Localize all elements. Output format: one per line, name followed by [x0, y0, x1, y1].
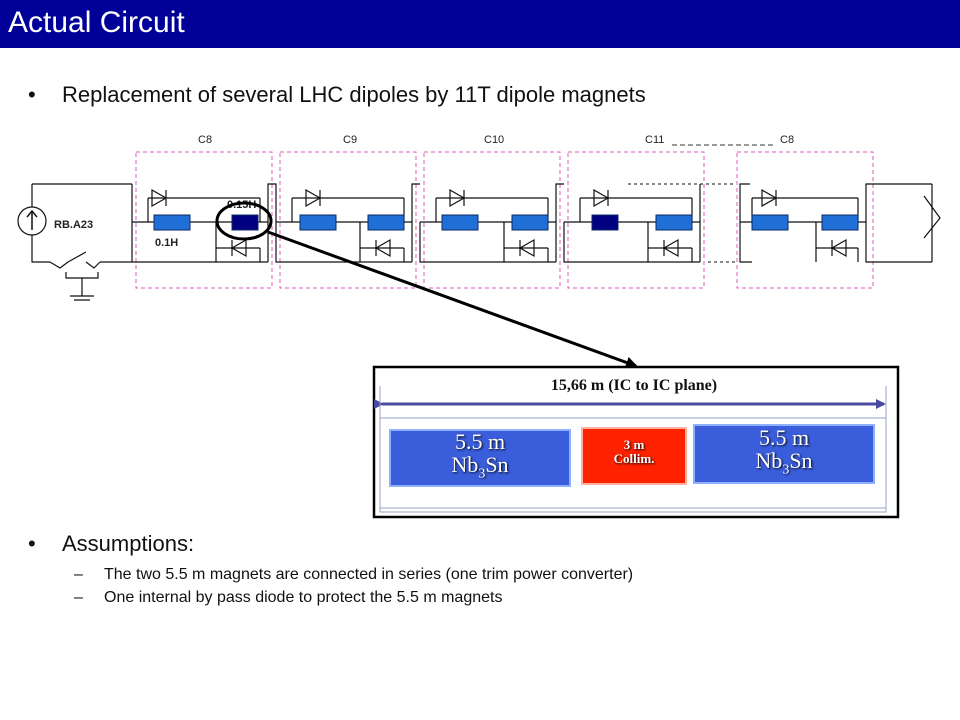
collimator-name: Collim.	[613, 450, 655, 466]
inset-magnet-left	[389, 429, 571, 487]
magnet-left-material: Nb3Sn	[451, 452, 509, 482]
inset-length-label: 15,66 m (IC to IC plane)	[551, 377, 717, 394]
highlight-ellipse	[215, 201, 273, 241]
inset-magnet-left-label: 5.5 m Nb3Sn	[390, 430, 570, 482]
diode-top-1	[151, 188, 168, 208]
cell-box-c9	[279, 151, 417, 289]
cell-label-c8b: C8	[780, 134, 794, 146]
bullet-marker: •	[28, 531, 36, 556]
inset-magnet-right-label: 5.5 m Nb3Sn	[694, 426, 874, 478]
magnet-6	[511, 214, 549, 231]
cell-box-c8b	[736, 151, 874, 289]
cell-label-c9: C9	[343, 134, 357, 146]
inset-collimator	[581, 427, 687, 485]
bullet-replacement-text: Replacement of several LHC dipoles by 11…	[62, 82, 646, 107]
title-bar: Actual Circuit	[0, 0, 960, 48]
diode-bottom-4	[662, 238, 679, 258]
magnet-11t-b	[591, 214, 619, 231]
sub-bullet-diode: – One internal by pass diode to protect …	[74, 589, 503, 607]
magnet-8	[655, 214, 693, 231]
cell-box-c11	[567, 151, 705, 289]
magnet-1	[153, 214, 191, 231]
inset-magnet-right	[693, 424, 875, 484]
diode-top-5	[761, 188, 778, 208]
diode-bottom-1	[230, 238, 247, 258]
diode-bottom-2	[374, 238, 391, 258]
zoom-arrow	[267, 230, 638, 369]
diode-top-2	[305, 188, 322, 208]
magnet-right-material: Nb3Sn	[755, 448, 813, 478]
magnet-5	[441, 214, 479, 231]
magnet-11t	[231, 214, 259, 231]
switch-ground	[49, 251, 101, 301]
diode-top-3	[449, 188, 466, 208]
bullet-replacement: • Replacement of several LHC dipoles by …	[28, 82, 646, 108]
diode-bottom-5	[830, 238, 847, 258]
cell-label-c11: C11	[645, 134, 664, 146]
sub-bullet-series-text: The two 5.5 m magnets are connected in s…	[104, 566, 634, 583]
sub-bullet-series: – The two 5.5 m magnets are connected in…	[74, 566, 634, 584]
dash-marker: –	[74, 589, 83, 606]
bullet-assumptions-text: Assumptions:	[62, 531, 195, 556]
magnet-10	[821, 214, 859, 231]
cell-box-c10	[423, 151, 561, 289]
slide-title: Actual Circuit	[8, 6, 185, 39]
source-loop-wire	[31, 183, 132, 263]
diode-bottom-3	[518, 238, 535, 258]
bullet-marker: •	[28, 82, 36, 107]
magnet-3	[299, 214, 337, 231]
magnet-right-length: 5.5 m	[758, 425, 810, 450]
inset-collimator-label: 3 m Collim.	[582, 438, 686, 465]
source-label: RB.A23	[54, 219, 93, 231]
inductance-label-a: 0.1H	[155, 237, 178, 249]
sub-bullet-diode-text: One internal by pass diode to protect th…	[104, 589, 503, 606]
cell-label-c10: C10	[484, 134, 504, 146]
dash-marker: –	[74, 566, 83, 583]
power-source	[17, 206, 47, 236]
collimator-length: 3 m	[623, 437, 645, 452]
magnet-4	[367, 214, 405, 231]
cell-label-c8a: C8	[198, 134, 212, 146]
bullet-assumptions: • Assumptions:	[28, 531, 195, 557]
magnet-left-length: 5.5 m	[454, 429, 506, 454]
diode-top-4	[593, 188, 610, 208]
magnet-9	[751, 214, 789, 231]
